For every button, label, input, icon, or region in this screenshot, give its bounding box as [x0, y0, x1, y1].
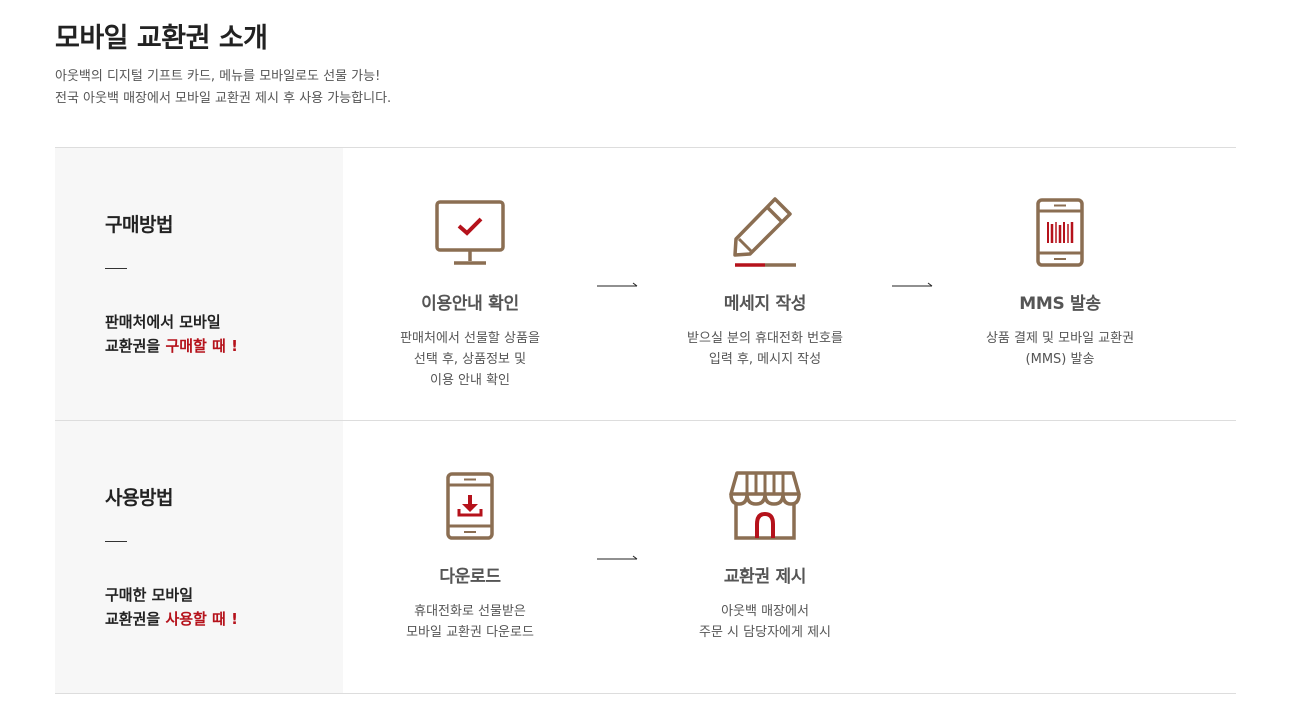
step-present-voucher: 교환권 제시 아웃백 매장에서 주문 시 담당자에게 제시	[635, 470, 895, 643]
divider	[105, 541, 127, 542]
purchase-steps: 이용안내 확인 판매처에서 선물할 상품을 선택 후, 상품정보 및 이용 안내…	[343, 148, 1236, 420]
summary-line-1: 구매한 모바일	[105, 586, 194, 604]
arrow-right-icon	[892, 282, 933, 287]
summary-prefix: 교환권을	[105, 337, 166, 355]
monitor-check-icon	[435, 200, 505, 265]
divider	[105, 268, 127, 269]
summary-line-1: 판매처에서 모바일	[105, 313, 221, 331]
step-description-line-1: 아웃백 매장에서	[721, 604, 809, 619]
usage-method-section: 사용방법 구매한 모바일 교환권을 사용할 때 ! 다운로드 휴대전화로 선물받…	[55, 420, 1236, 694]
step-title: MMS 발송	[1019, 294, 1101, 314]
step-title: 교환권 제시	[723, 567, 807, 587]
store-icon	[729, 471, 801, 540]
usage-steps: 다운로드 휴대전화로 선물받은 모바일 교환권 다운로드 교환권 제시 아웃백	[343, 421, 1236, 693]
purchase-method-section: 구매방법 판매처에서 모바일 교환권을 구매할 때 ! 이용안내 확인 판매처에…	[55, 147, 1236, 420]
step-description-line-2: 입력 후, 메시지 작성	[708, 352, 822, 367]
step-description-line-2: (MMS) 발송	[1025, 352, 1095, 367]
phone-barcode-icon	[1036, 198, 1084, 267]
purchase-method-title: 구매방법	[105, 214, 173, 236]
usage-method-summary: 구매한 모바일 교환권을 사용할 때 !	[105, 583, 238, 631]
summary-prefix: 교환권을	[105, 610, 166, 628]
description-line-1: 아웃백의 디지털 기프트 카드, 메뉴를 모바일로도 선물 가능!	[55, 69, 381, 84]
step-send-mms: MMS 발송 상품 결제 및 모바일 교환권 (MMS) 발송	[930, 197, 1190, 370]
phone-download-icon	[446, 472, 494, 540]
step-description-line-1: 상품 결제 및 모바일 교환권	[985, 331, 1135, 346]
step-description-line-1: 휴대전화로 선물받은	[414, 604, 526, 619]
step-description-line-1: 받으실 분의 휴대전화 번호를	[687, 331, 843, 346]
step-description-line-1: 판매처에서 선물할 상품을	[400, 331, 540, 346]
pencil-icon	[733, 197, 796, 267]
usage-method-sidebar: 사용방법 구매한 모바일 교환권을 사용할 때 !	[55, 421, 343, 693]
summary-line-2: 교환권을 사용할 때 !	[105, 607, 238, 631]
step-usage-guide: 이용안내 확인 판매처에서 선물할 상품을 선택 후, 상품정보 및 이용 안내…	[340, 198, 600, 391]
step-write-message: 메세지 작성 받으실 분의 휴대전화 번호를 입력 후, 메시지 작성	[635, 195, 895, 370]
step-download: 다운로드 휴대전화로 선물받은 모바일 교환권 다운로드	[340, 471, 600, 643]
step-description-line-3: 이용 안내 확인	[429, 373, 511, 388]
usage-method-title: 사용방법	[105, 487, 173, 509]
arrow-right-icon	[597, 282, 638, 287]
arrow-right-icon	[597, 555, 638, 560]
summary-highlight: 구매할 때 !	[165, 337, 238, 355]
purchase-method-summary: 판매처에서 모바일 교환권을 구매할 때 !	[105, 310, 238, 358]
description-line-2: 전국 아웃백 매장에서 모바일 교환권 제시 후 사용 가능합니다.	[55, 91, 392, 106]
summary-line-2: 교환권을 구매할 때 !	[105, 334, 238, 358]
step-title: 메세지 작성	[723, 294, 807, 314]
summary-highlight: 사용할 때 !	[165, 610, 238, 628]
purchase-method-sidebar: 구매방법 판매처에서 모바일 교환권을 구매할 때 !	[55, 148, 343, 420]
page-title: 모바일 교환권 소개	[55, 23, 268, 54]
step-description-line-2: 선택 후, 상품정보 및	[413, 352, 527, 367]
step-description-line-2: 주문 시 담당자에게 제시	[699, 625, 831, 640]
step-description-line-2: 모바일 교환권 다운로드	[406, 625, 534, 640]
step-title: 이용안내 확인	[421, 294, 519, 314]
page-description: 아웃백의 디지털 기프트 카드, 메뉴를 모바일로도 선물 가능! 전국 아웃백…	[55, 66, 391, 110]
step-title: 다운로드	[439, 567, 501, 587]
